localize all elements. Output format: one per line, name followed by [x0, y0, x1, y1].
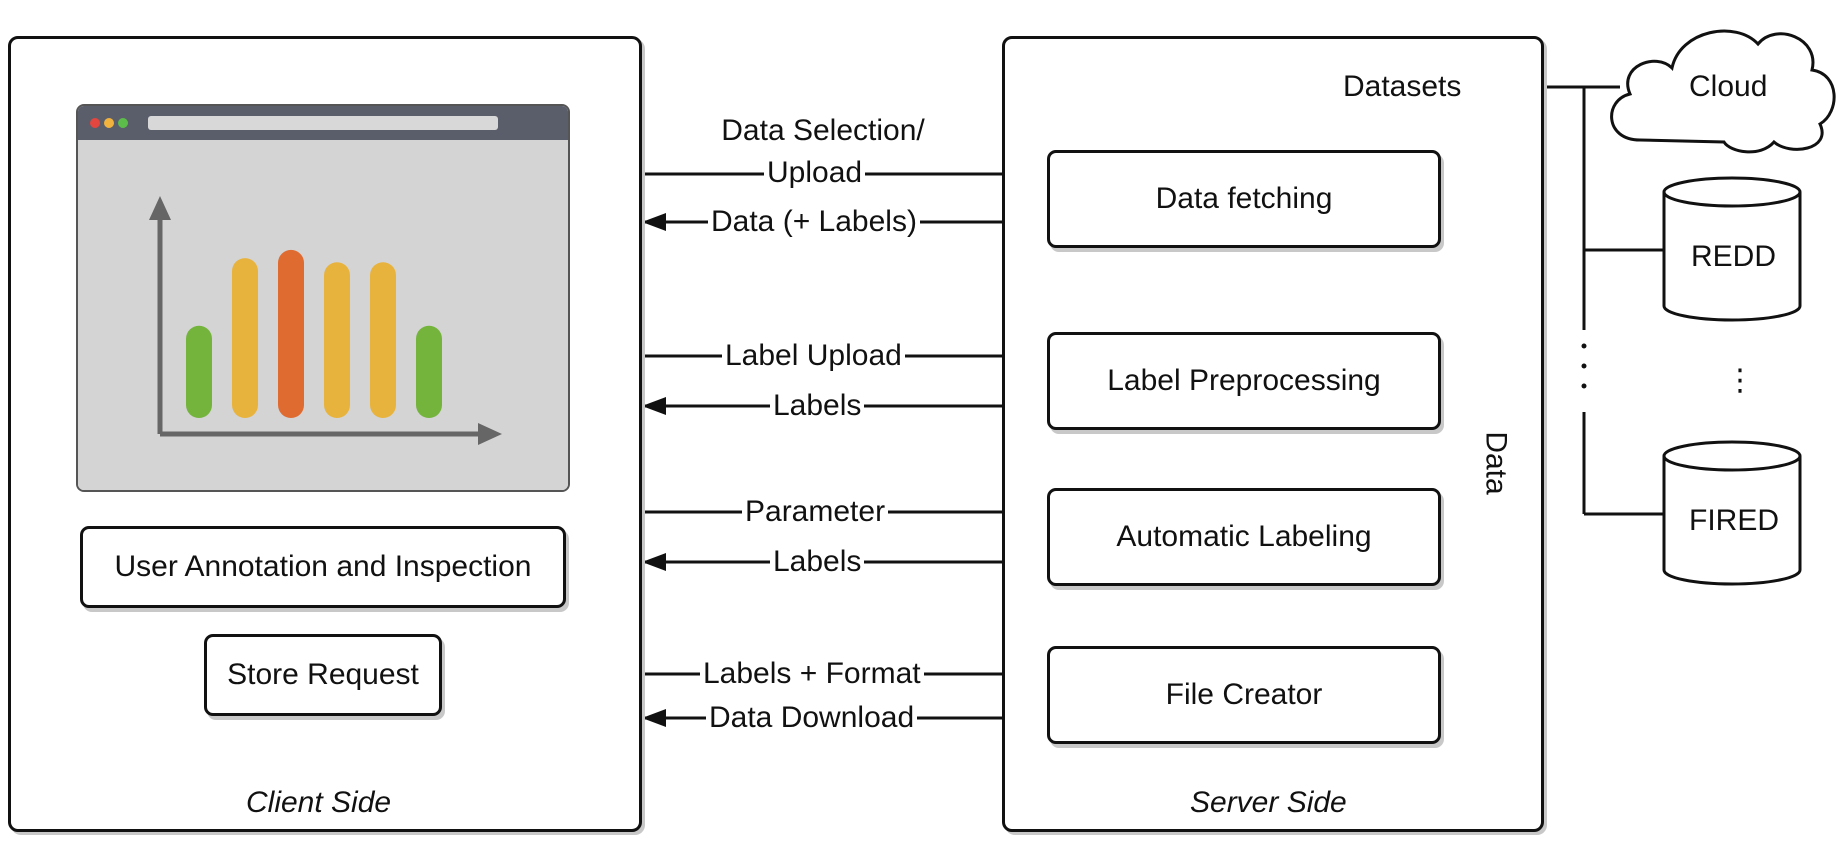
data-fetching-box[interactable]: Data fetching — [1047, 150, 1441, 248]
label-labels-format: Labels + Format — [700, 657, 924, 691]
label-labels-2: Labels — [770, 545, 865, 579]
browser-window — [78, 106, 568, 490]
label-datasets: Datasets — [1340, 70, 1465, 104]
cloud-label: Cloud — [1689, 70, 1768, 103]
client-caption: Client Side — [246, 786, 392, 819]
store-request-box[interactable]: Store Request — [204, 634, 442, 716]
file-creator-box[interactable]: File Creator — [1047, 646, 1441, 744]
label-data-labels: Data (+ Labels) — [708, 205, 920, 239]
address-bar — [148, 116, 498, 130]
label-preprocessing-box[interactable]: Label Preprocessing — [1047, 332, 1441, 430]
browser-titlebar — [78, 106, 568, 140]
automatic-labeling-box[interactable]: Automatic Labeling — [1047, 488, 1441, 586]
more-sources-ellipsis: ⋮ — [1725, 364, 1755, 397]
fired-database-icon — [1662, 440, 1802, 586]
chart-bar — [186, 325, 212, 418]
redd-label: REDD — [1691, 240, 1777, 273]
chart-x-axis-arrow-icon — [478, 423, 502, 445]
label-parameter: Parameter — [742, 495, 889, 529]
chart-bar — [324, 262, 350, 418]
minimize-dot-icon — [104, 118, 114, 128]
chart-bar — [416, 325, 442, 418]
label-labels-1: Labels — [770, 389, 865, 423]
cloud-icon — [1610, 29, 1836, 154]
label-label-upload: Label Upload — [722, 339, 905, 373]
server-caption: Server Side — [1190, 786, 1347, 819]
label-data-selection: Data Selection/ — [721, 114, 925, 147]
redd-database-icon — [1662, 176, 1802, 322]
chart-bar — [278, 249, 304, 418]
label-data-vertical: Data — [1476, 427, 1515, 499]
maximize-dot-icon — [118, 118, 128, 128]
close-dot-icon — [90, 118, 100, 128]
chart-y-axis-arrow-icon — [149, 196, 171, 220]
bar-chart — [149, 196, 502, 445]
user-annotation-box[interactable]: User Annotation and Inspection — [80, 526, 566, 608]
chart-bar — [370, 262, 396, 418]
fired-label: FIRED — [1689, 504, 1779, 537]
label-data-selection-upload: Upload — [764, 156, 866, 190]
label-data-download: Data Download — [706, 701, 918, 735]
chart-bar — [232, 258, 258, 418]
